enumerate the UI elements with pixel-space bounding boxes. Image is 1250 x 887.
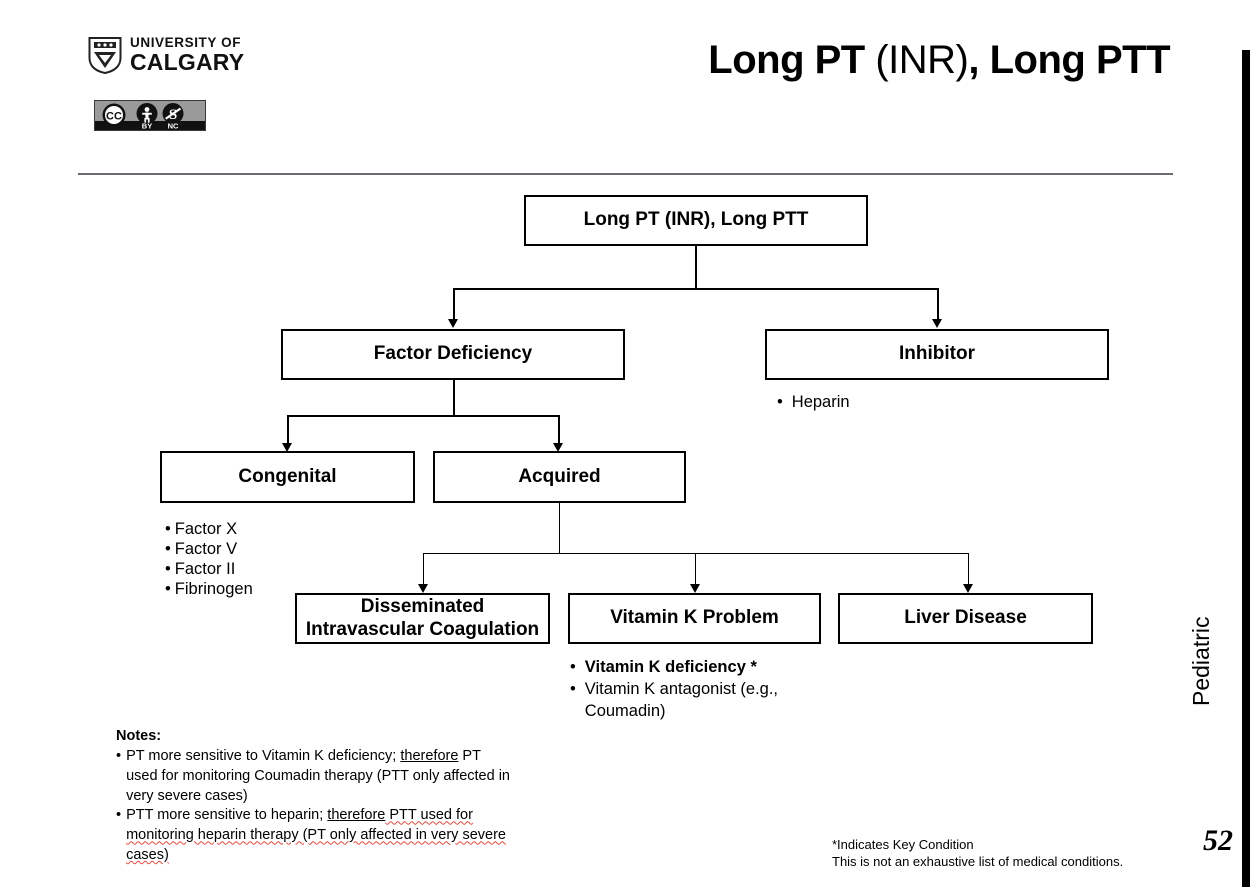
bullet-dot-icon: •	[165, 540, 171, 559]
svg-text:BY: BY	[142, 122, 152, 131]
bullet-list-vitamin-k: • Vitamin K deficiency * • Vitamin K ant…	[570, 657, 785, 723]
node-congenital: Congenital	[160, 451, 415, 503]
svg-text:CC: CC	[106, 111, 122, 123]
bullet-text: Vitamin K deficiency *	[584, 658, 757, 676]
list-item: • Fibrinogen	[165, 579, 355, 599]
footnote-line-2: This is not an exhaustive list of medica…	[832, 854, 1124, 870]
node-root-long-pt-long-ptt: Long PT (INR), Long PTT	[524, 195, 868, 246]
slide-title: Long PT (INR), Long PTT	[708, 38, 1170, 83]
node-label-line1: Liver Disease	[904, 607, 1027, 629]
arrowhead-congenital	[282, 443, 292, 452]
section-label-pediatric: Pediatric	[1188, 616, 1214, 706]
connector-to-liver-disease	[968, 553, 969, 586]
svg-text:NC: NC	[168, 122, 179, 131]
connector-acquired-bus	[423, 553, 969, 554]
note-post: PTT used for monitoring heparin therapy …	[126, 807, 506, 864]
list-item: • Factor X	[165, 519, 355, 539]
list-item: • Vitamin K antagonist (e.g., Coumadin)	[570, 679, 785, 723]
connector-root-stem	[695, 246, 697, 288]
note-text: PTT more sensitive to heparin; therefore…	[126, 806, 516, 866]
node-label: Congenital	[238, 465, 337, 487]
note-underlined: therefore	[400, 747, 459, 764]
cc-by-nc-icon: CC S BY NC	[95, 101, 205, 130]
bullet-dot-icon: •	[116, 747, 122, 764]
connector-root-bus	[453, 288, 937, 290]
bullet-dot-icon: •	[570, 658, 576, 676]
arrowhead-liver-disease	[963, 584, 973, 593]
footnote-block: *Indicates Key Condition This is not an …	[832, 836, 1123, 870]
bullet-text: Fibrinogen	[174, 580, 253, 599]
node-label: Long PT (INR), Long PTT	[583, 209, 809, 231]
title-part-bold-1: Long PT	[708, 38, 876, 82]
right-edge-bar	[1242, 50, 1250, 887]
bullet-dot-icon: •	[165, 560, 171, 579]
node-label-line2: Intravascular Coagulation	[305, 618, 540, 640]
list-item: • Heparin	[777, 392, 1027, 414]
bullet-text: Heparin	[791, 393, 850, 411]
footnote-line-1: *Indicates Key Condition	[832, 837, 974, 852]
note-pre: PTT more sensitive to heparin;	[126, 807, 328, 824]
note-underlined: therefore	[327, 807, 386, 824]
bullet-dot-icon: •	[165, 520, 171, 538]
connector-to-inhibitor	[937, 288, 939, 320]
arrowhead-dic	[418, 584, 428, 593]
wordmark-line1: UNIVERSITY OF	[130, 35, 242, 51]
list-item: • Factor II	[165, 559, 355, 579]
university-logo: UNIVERSITY OF CALGARY	[88, 36, 244, 74]
notes-block: Notes: • PT more sensitive to Vitamin K …	[116, 727, 516, 866]
node-label-line1: Disseminated	[360, 596, 485, 618]
node-label-line1: Vitamin K Problem	[610, 607, 779, 629]
arrowhead-factor-deficiency	[448, 319, 458, 328]
bullet-dot-icon: •	[570, 679, 576, 698]
header-divider	[78, 173, 1173, 175]
node-label: Acquired	[518, 465, 601, 487]
node-disseminated-intravascular-coagulation: Disseminated Intravascular Coagulation	[295, 593, 550, 644]
connector-to-acquired	[558, 415, 560, 444]
list-item: • Vitamin K deficiency *	[570, 657, 785, 679]
note-item-1: • PT more sensitive to Vitamin K deficie…	[116, 747, 516, 807]
bullet-list-congenital: • Factor X • Factor V • Factor II • Fibr…	[165, 519, 355, 600]
bullet-text: Factor X	[174, 520, 238, 538]
list-item: • Factor V	[165, 539, 355, 559]
bullet-dot-icon: •	[777, 393, 783, 411]
university-wordmark: UNIVERSITY OF CALGARY	[130, 36, 244, 74]
node-label: Inhibitor	[899, 343, 975, 365]
title-part-thin: (INR)	[875, 38, 969, 82]
wordmark-line2: CALGARY	[130, 48, 245, 75]
arrowhead-acquired	[553, 443, 563, 452]
notes-title: Notes:	[116, 728, 162, 744]
note-pre: PT more sensitive to Vitamin K deficienc…	[126, 747, 401, 764]
calgary-shield-icon	[88, 37, 122, 74]
node-liver-disease: Liver Disease	[838, 593, 1093, 644]
note-post: PT used for monitoring Coumadin therapy …	[126, 747, 510, 804]
bullet-text: Factor II	[174, 560, 236, 579]
node-acquired: Acquired	[433, 451, 686, 503]
svg-text:S: S	[169, 107, 177, 123]
connector-to-dic	[423, 553, 424, 586]
bullet-list-inhibitor: • Heparin	[777, 392, 1027, 414]
creative-commons-badge: CC S BY NC	[94, 100, 206, 131]
connector-fd-bus	[287, 415, 559, 417]
note-item-2: • PTT more sensitive to heparin; therefo…	[116, 806, 516, 866]
bullet-dot-icon: •	[116, 807, 122, 824]
connector-to-vitamin-k	[695, 553, 696, 586]
arrowhead-vitamin-k	[690, 584, 700, 593]
node-inhibitor: Inhibitor	[765, 329, 1109, 380]
connector-to-congenital	[287, 415, 289, 444]
note-text: PT more sensitive to Vitamin K deficienc…	[126, 747, 516, 807]
bullet-text: Factor V	[174, 540, 238, 559]
connector-fd-stem	[453, 380, 455, 415]
node-vitamin-k-problem: Vitamin K Problem	[568, 593, 821, 644]
node-label: Factor Deficiency	[373, 343, 533, 365]
connector-to-factor-deficiency	[453, 288, 455, 320]
bullet-dot-icon: •	[165, 580, 171, 599]
page-number: 52	[1203, 824, 1233, 857]
connector-acquired-stem	[559, 503, 560, 554]
title-part-bold-2: , Long PTT	[968, 38, 1170, 82]
node-factor-deficiency: Factor Deficiency	[281, 329, 625, 380]
arrowhead-inhibitor	[932, 319, 942, 328]
bullet-text: Vitamin K antagonist (e.g., Coumadin)	[584, 679, 779, 720]
